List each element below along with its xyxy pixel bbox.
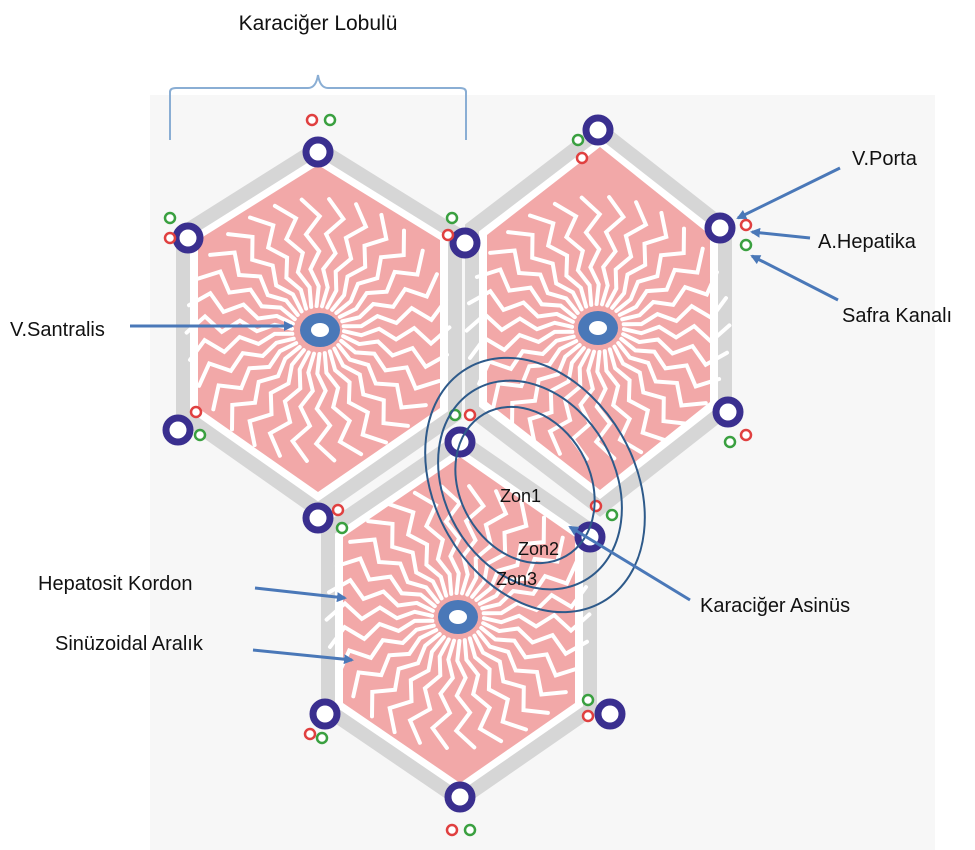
portal-vein bbox=[453, 231, 477, 255]
hepatic-artery bbox=[191, 407, 201, 417]
portal-vein bbox=[306, 140, 330, 164]
zone2-label: Zon2 bbox=[518, 539, 559, 559]
portal-vein bbox=[598, 702, 622, 726]
bile-duct bbox=[465, 825, 475, 835]
central-vein-left bbox=[300, 313, 340, 347]
bile-duct bbox=[317, 733, 327, 743]
portal-vein bbox=[176, 226, 200, 250]
bile-duct bbox=[337, 523, 347, 533]
hepatic-artery bbox=[165, 233, 175, 243]
portal-vein bbox=[708, 216, 732, 240]
portal-vein bbox=[166, 418, 190, 442]
bile-duct bbox=[725, 437, 735, 447]
hepatic-artery bbox=[447, 825, 457, 835]
zone1-label: Zon1 bbox=[500, 486, 541, 506]
portal-vein bbox=[306, 506, 330, 530]
hepatic-artery bbox=[333, 505, 343, 515]
central-vein-bottom bbox=[438, 600, 478, 634]
portal-vein bbox=[586, 118, 610, 142]
hepatic-artery bbox=[305, 729, 315, 739]
label-asinus: Karaciğer Asinüs bbox=[700, 595, 850, 617]
label-santralis: V.Santralis bbox=[10, 319, 105, 341]
portal-vein bbox=[313, 702, 337, 726]
hepatic-artery bbox=[591, 501, 601, 511]
bile-duct bbox=[165, 213, 175, 223]
bile-duct bbox=[195, 430, 205, 440]
bile-duct bbox=[583, 695, 593, 705]
zone3-label: Zon3 bbox=[496, 569, 537, 589]
bile-duct bbox=[325, 115, 335, 125]
portal-vein bbox=[448, 785, 472, 809]
label-porta: V.Porta bbox=[852, 148, 918, 170]
portal-vein bbox=[716, 400, 740, 424]
bile-duct bbox=[573, 135, 583, 145]
lobule-title: Karaciğer Lobulü bbox=[239, 12, 398, 35]
hepatic-artery bbox=[443, 230, 453, 240]
bile-duct bbox=[741, 240, 751, 250]
hepatic-artery bbox=[577, 153, 587, 163]
hepatic-artery bbox=[741, 220, 751, 230]
hepatic-artery bbox=[307, 115, 317, 125]
label-kordon: Hepatosit Kordon bbox=[38, 573, 193, 595]
central-vein-right bbox=[578, 311, 618, 345]
label-safra: Safra Kanalı bbox=[842, 305, 952, 327]
label-sinuzoidal: Sinüzoidal Aralık bbox=[55, 633, 204, 655]
label-hepatika: A.Hepatika bbox=[818, 231, 917, 253]
hepatic-artery bbox=[465, 410, 475, 420]
bile-duct bbox=[607, 510, 617, 520]
hepatic-artery bbox=[741, 430, 751, 440]
hepatic-artery bbox=[583, 711, 593, 721]
bile-duct bbox=[447, 213, 457, 223]
